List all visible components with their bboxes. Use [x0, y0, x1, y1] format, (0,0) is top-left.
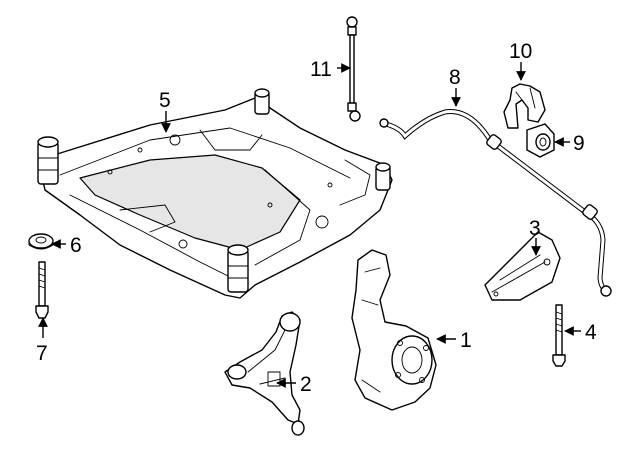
callout-8[interactable]: 8	[449, 66, 461, 89]
subframe-bolt[interactable]	[35, 261, 49, 319]
callout-7[interactable]: 7	[36, 342, 48, 365]
callout-2[interactable]: 2	[300, 373, 312, 396]
steering-knuckle[interactable]	[351, 249, 437, 411]
bracket-bolt[interactable]	[552, 304, 566, 367]
subframe-crossmember[interactable]	[37, 88, 393, 299]
callout-9[interactable]: 9	[573, 132, 585, 155]
callout-11[interactable]: 11	[310, 58, 332, 81]
stabilizer-bushing-bracket[interactable]	[503, 83, 546, 129]
callout-1[interactable]: 1	[460, 329, 472, 352]
callout-3[interactable]: 3	[529, 217, 541, 240]
stabilizer-bushing[interactable]	[526, 123, 555, 158]
washer[interactable]	[28, 233, 54, 250]
stabilizer-link[interactable]	[346, 16, 361, 122]
callout-6[interactable]: 6	[70, 234, 82, 257]
callout-5[interactable]: 5	[159, 89, 171, 112]
subframe-bushing-left	[37, 136, 59, 185]
callout-4[interactable]: 4	[585, 321, 597, 344]
mounting-bracket[interactable]	[484, 231, 561, 301]
subframe-bushing-right	[375, 162, 391, 191]
lower-control-arm[interactable]	[224, 311, 305, 436]
subframe-bushing-top	[254, 88, 270, 115]
callout-10[interactable]: 10	[509, 40, 532, 63]
stabilizer-bar[interactable]	[379, 109, 612, 297]
subframe-bushing-rear	[227, 244, 249, 293]
